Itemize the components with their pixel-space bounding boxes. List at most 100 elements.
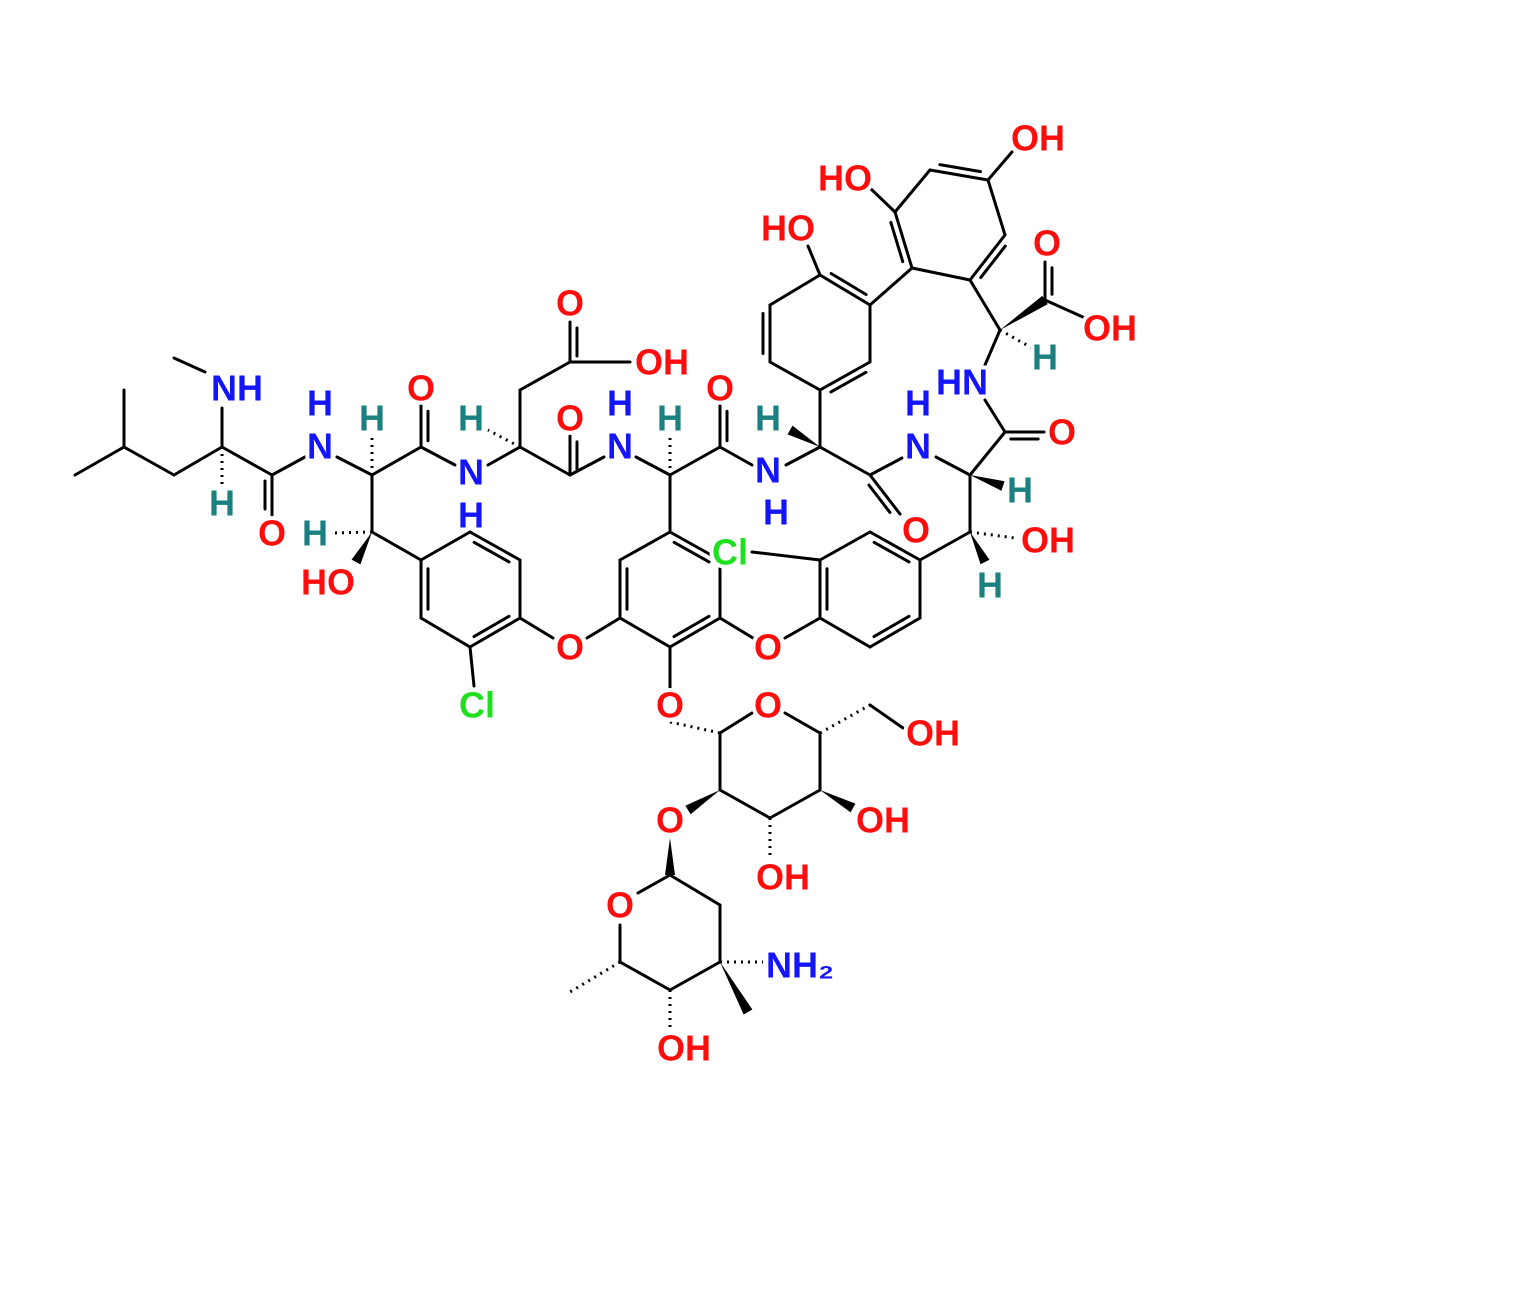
single-bond — [518, 616, 555, 640]
atom-nh2: NH₂ — [766, 945, 834, 986]
single-bond — [768, 360, 822, 392]
atom-oh_c6: OH — [906, 713, 960, 754]
single-bond — [220, 445, 274, 477]
single-bond — [818, 530, 872, 562]
atom-n1: N — [307, 426, 333, 467]
atom-o_c0: O — [258, 513, 286, 554]
single-bond — [818, 445, 872, 477]
atom-o_acid2: O — [1033, 223, 1061, 264]
hashed-bond — [969, 530, 1016, 540]
double-bond — [938, 163, 982, 174]
single-bond — [718, 445, 754, 467]
single-bond — [518, 445, 572, 477]
single-bond — [718, 711, 754, 735]
single-bond — [868, 186, 897, 214]
atom-o_ring_glc: O — [754, 685, 782, 726]
single-bond — [618, 616, 672, 649]
single-bond — [983, 398, 1007, 434]
single-bond — [968, 278, 1002, 332]
hashed-bond — [669, 720, 721, 735]
double-bond — [867, 483, 892, 514]
double-bond — [668, 530, 722, 562]
atom-n2: N — [458, 452, 484, 493]
hashed-bond — [569, 960, 621, 994]
single-bond — [122, 445, 176, 477]
atom-h_n1: H — [307, 383, 333, 424]
double-bond — [889, 220, 905, 264]
double-bond — [893, 210, 914, 270]
single-bond — [968, 430, 1007, 477]
double-bond — [668, 616, 722, 649]
single-bond — [419, 530, 472, 562]
double-bond — [979, 244, 1007, 280]
wedge-bond — [1000, 295, 1048, 330]
single-bond — [668, 960, 722, 992]
single-bond — [335, 455, 374, 477]
double-bond — [468, 530, 522, 562]
double-bond — [818, 273, 872, 307]
single-bond — [636, 873, 672, 895]
atom-ho_b1: HO — [301, 562, 355, 603]
atom-ho_ring_mid: HO — [761, 208, 815, 249]
atom-o_c4: O — [902, 510, 930, 551]
single-bond — [618, 960, 672, 992]
wedge-bond — [820, 790, 856, 813]
single-bond — [718, 788, 772, 820]
atom-h_a2: H — [458, 398, 484, 439]
single-bond — [868, 456, 904, 477]
single-bond — [172, 356, 207, 374]
double-bond — [672, 614, 711, 639]
single-bond — [806, 244, 822, 277]
atom-oh_acid2: OH — [1083, 308, 1137, 349]
double-bond — [829, 370, 868, 394]
atom-hn6: HN — [936, 362, 988, 403]
atom-o_glyco: O — [656, 685, 684, 726]
single-bond — [910, 266, 972, 282]
atom-h_a6: H — [1032, 337, 1058, 378]
wedge-bond — [351, 532, 372, 565]
single-bond — [986, 178, 1007, 237]
atom-h_b5: H — [977, 565, 1003, 606]
atom-h_n5: H — [905, 383, 931, 424]
single-bond — [568, 455, 606, 477]
atom-h_b1: H — [302, 513, 328, 554]
atom-h_n3: H — [607, 383, 633, 424]
single-bond — [934, 455, 972, 477]
atom-oh_c3: OH — [756, 857, 810, 898]
hashed-bond — [819, 703, 871, 735]
atom-oh_van: OH — [657, 1028, 711, 1069]
single-bond — [668, 873, 722, 907]
hashed-bond — [999, 328, 1033, 350]
wedge-bond — [970, 475, 1005, 491]
wedge-bond — [720, 962, 753, 1015]
single-bond — [783, 711, 822, 735]
single-bond — [486, 445, 522, 467]
wedge-bond — [970, 532, 990, 565]
atom-h_n2: H — [458, 495, 484, 536]
double-bond — [472, 614, 511, 639]
double-bond — [968, 233, 1007, 282]
atom-n3: N — [607, 426, 633, 467]
single-bond — [718, 616, 755, 640]
single-bond — [468, 645, 476, 688]
single-bond — [370, 445, 423, 477]
atom-cl_left: Cl — [459, 685, 495, 726]
single-bond — [750, 550, 822, 562]
single-bond — [585, 616, 622, 640]
atom-n4: N — [755, 450, 781, 491]
atom-oh_ring_top: OH — [1011, 118, 1065, 159]
wedge-bond — [787, 425, 820, 447]
atom-oh_acid1: OH — [635, 342, 689, 383]
single-bond — [918, 530, 972, 562]
single-bond — [518, 360, 572, 392]
single-bond — [270, 455, 307, 477]
single-bond — [618, 530, 672, 562]
atom-o_ring_van: O — [606, 885, 634, 926]
atom-o_c2: O — [556, 398, 584, 439]
atom-h_a0: H — [209, 483, 235, 524]
atom-labels: NH H N H O H N H O OH O H N H O H N H Cl… — [205, 114, 1141, 1073]
single-bond — [784, 445, 822, 467]
atom-nh_methylamine: NH — [211, 368, 263, 409]
atom-ho_ring_top: HO — [818, 158, 872, 199]
